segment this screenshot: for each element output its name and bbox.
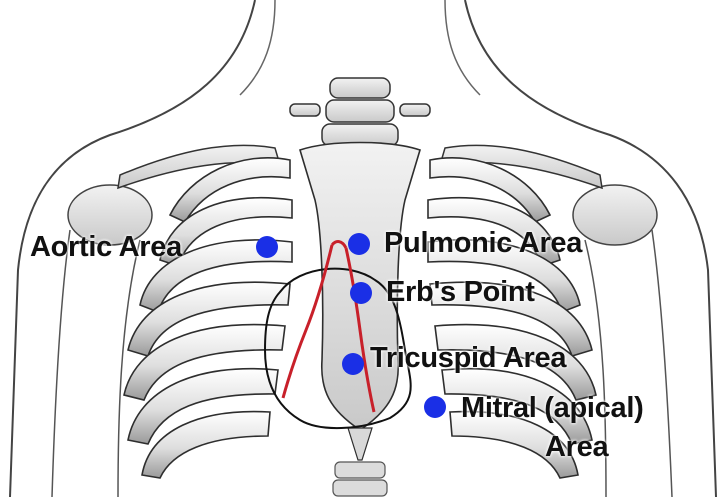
- pulmonic-area-label: Pulmonic Area: [384, 229, 582, 258]
- pulmonic-area-marker: [348, 233, 370, 255]
- erbs-point-label: Erb's Point: [386, 278, 535, 307]
- left-upper-arm: [52, 230, 140, 497]
- tricuspid-area-marker: [342, 353, 364, 375]
- tricuspid-area-label: Tricuspid Area: [370, 344, 566, 373]
- erbs-point-marker: [350, 282, 372, 304]
- mitral-area-label-line1: Mitral (apical): [461, 394, 643, 423]
- mitral-area-label-line2: Area: [545, 433, 608, 462]
- aortic-area-marker: [256, 236, 278, 258]
- right-ribs: [428, 158, 596, 478]
- xiphoid-process: [348, 428, 372, 460]
- right-shoulder-joint: [573, 185, 657, 245]
- lower-spine: [333, 462, 387, 496]
- cervical-spine: [290, 78, 430, 146]
- aortic-area-label: Aortic Area: [30, 233, 182, 262]
- mitral-area-marker: [424, 396, 446, 418]
